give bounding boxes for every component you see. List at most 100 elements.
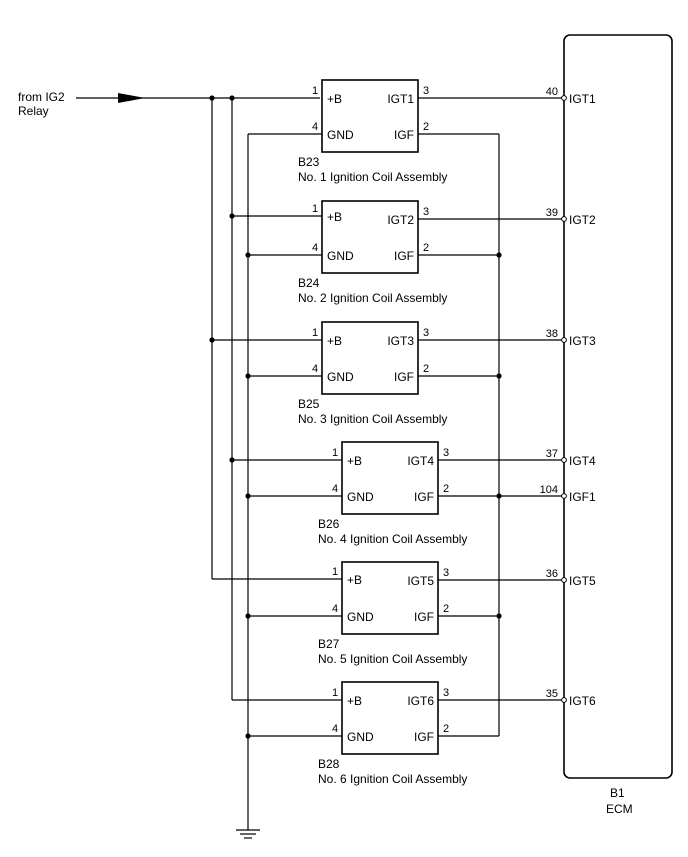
source-label-line2: Relay: [18, 104, 49, 118]
ecm-pin-label: IGT2: [569, 213, 596, 227]
junction-dot: [209, 337, 215, 343]
terminal-circle: [561, 95, 567, 101]
coil-box: [321, 79, 419, 153]
junction-dot: [496, 493, 502, 499]
ecm-pin-label: IGT5: [569, 574, 596, 588]
pin-igt: 3: [443, 447, 449, 459]
label-plus-b: +B: [347, 694, 362, 708]
pin-gnd: 4: [332, 723, 338, 735]
coil-code: B25: [298, 397, 320, 411]
junction-dot: [229, 213, 235, 219]
coil-b24: 1 4 3 2 +B GND IGT2 IGF B24 No. 2 Igniti…: [229, 200, 564, 305]
terminal-circle: [561, 337, 567, 343]
coil-b28: 1 4 3 2 +B GND IGT6 IGF B28 No. 6 Igniti…: [232, 681, 564, 786]
label-gnd: GND: [347, 730, 374, 744]
ecm-pin-igt1: 40 IGT1: [546, 86, 596, 106]
junction-dot: [245, 373, 251, 379]
label-igt: IGT3: [387, 334, 414, 348]
ecm-pin-number: 39: [546, 207, 558, 219]
ecm-pin-igt3: 38 IGT3: [546, 328, 596, 348]
pin-gnd: 4: [312, 121, 318, 133]
coil-box: [341, 561, 439, 635]
terminal-circle: [561, 697, 567, 703]
label-igf: IGF: [394, 249, 414, 263]
pin-igf: 2: [443, 723, 449, 735]
label-gnd: GND: [327, 128, 354, 142]
coil-desc: No. 2 Ignition Coil Assembly: [298, 291, 447, 305]
ecm-pin-number: 40: [546, 86, 558, 98]
ecm-pin-igt4: 37 IGT4: [546, 448, 596, 468]
pin-igt: 3: [443, 687, 449, 699]
coil-desc: No. 5 Ignition Coil Assembly: [318, 652, 467, 666]
pin-plus: 1: [332, 687, 338, 699]
coil-box: [341, 441, 439, 515]
pin-gnd: 4: [332, 483, 338, 495]
label-igf: IGF: [394, 370, 414, 384]
coil-b25: 1 4 3 2 +B GND IGT3 IGF B25 No. 3 Igniti…: [209, 321, 564, 426]
ecm-pin-label: IGT4: [569, 454, 596, 468]
junction-dot: [229, 457, 235, 463]
ecm-pin-igf1: 104 IGF1: [540, 484, 596, 504]
terminal-circle: [561, 577, 567, 583]
label-plus-b: +B: [347, 454, 362, 468]
coil-b26: 1 4 3 2 +B GND IGT4 IGF B26 No. 4 Igniti…: [229, 441, 564, 546]
label-plus-b: +B: [347, 573, 362, 587]
ecm-pin-number: 37: [546, 448, 558, 460]
junction-dot: [245, 493, 251, 499]
coil-box: [321, 200, 419, 274]
coil-code: B28: [318, 757, 340, 771]
coil-code: B26: [318, 517, 340, 531]
ecm-code: B1: [610, 786, 625, 800]
ecm-pin-number: 36: [546, 568, 558, 580]
junction-dot: [245, 613, 251, 619]
coil-code: B24: [298, 276, 320, 290]
pin-igt: 3: [423, 327, 429, 339]
coil-b23: 1 4 3 2 +B GND IGT1 IGF B23 No. 1 Igniti…: [248, 79, 564, 184]
ecm-pin-igt6: 35 IGT6: [546, 688, 596, 708]
pin-igf: 2: [443, 603, 449, 615]
ecm-pin-igt5: 36 IGT5: [546, 568, 596, 588]
ecm-pin-number: 104: [540, 484, 558, 496]
label-plus-b: +B: [327, 92, 342, 106]
label-gnd: GND: [327, 249, 354, 263]
coil-desc: No. 4 Ignition Coil Assembly: [318, 532, 467, 546]
pin-igt: 3: [443, 567, 449, 579]
coil-box: [321, 321, 419, 395]
pin-gnd: 4: [312, 363, 318, 375]
ecm-pin-number: 35: [546, 688, 558, 700]
coil-code: B27: [318, 637, 340, 651]
coil-box: [341, 681, 439, 755]
ecm-pin-label: IGT3: [569, 334, 596, 348]
terminal-circle: [561, 493, 567, 499]
label-igt: IGT4: [407, 454, 434, 468]
ecm-pin-label: IGF1: [569, 490, 596, 504]
label-igt: IGT2: [387, 213, 414, 227]
ecm-pin-label: IGT6: [569, 694, 596, 708]
label-igf: IGF: [394, 128, 414, 142]
label-gnd: GND: [347, 610, 374, 624]
pin-igf: 2: [443, 483, 449, 495]
pin-plus: 1: [332, 447, 338, 459]
label-igf: IGF: [414, 610, 434, 624]
label-gnd: GND: [327, 370, 354, 384]
junction-dot: [229, 95, 235, 101]
coil-desc: No. 3 Ignition Coil Assembly: [298, 412, 447, 426]
junction-dot: [209, 95, 215, 101]
pin-igt: 3: [423, 206, 429, 218]
junction-dot: [496, 252, 502, 258]
terminal-circle: [561, 216, 567, 222]
coil-desc: No. 1 Ignition Coil Assembly: [298, 170, 447, 184]
junction-dot: [496, 373, 502, 379]
junction-dot: [496, 613, 502, 619]
pin-igf: 2: [423, 363, 429, 375]
label-plus-b: +B: [327, 210, 342, 224]
label-gnd: GND: [347, 490, 374, 504]
coil-desc: No. 6 Ignition Coil Assembly: [318, 772, 467, 786]
label-igt: IGT6: [407, 694, 434, 708]
pin-gnd: 4: [332, 603, 338, 615]
pin-plus: 1: [312, 327, 318, 339]
coil-code: B23: [298, 155, 320, 169]
ecm-pin-label: IGT1: [569, 92, 596, 106]
junction-dot: [245, 252, 251, 258]
